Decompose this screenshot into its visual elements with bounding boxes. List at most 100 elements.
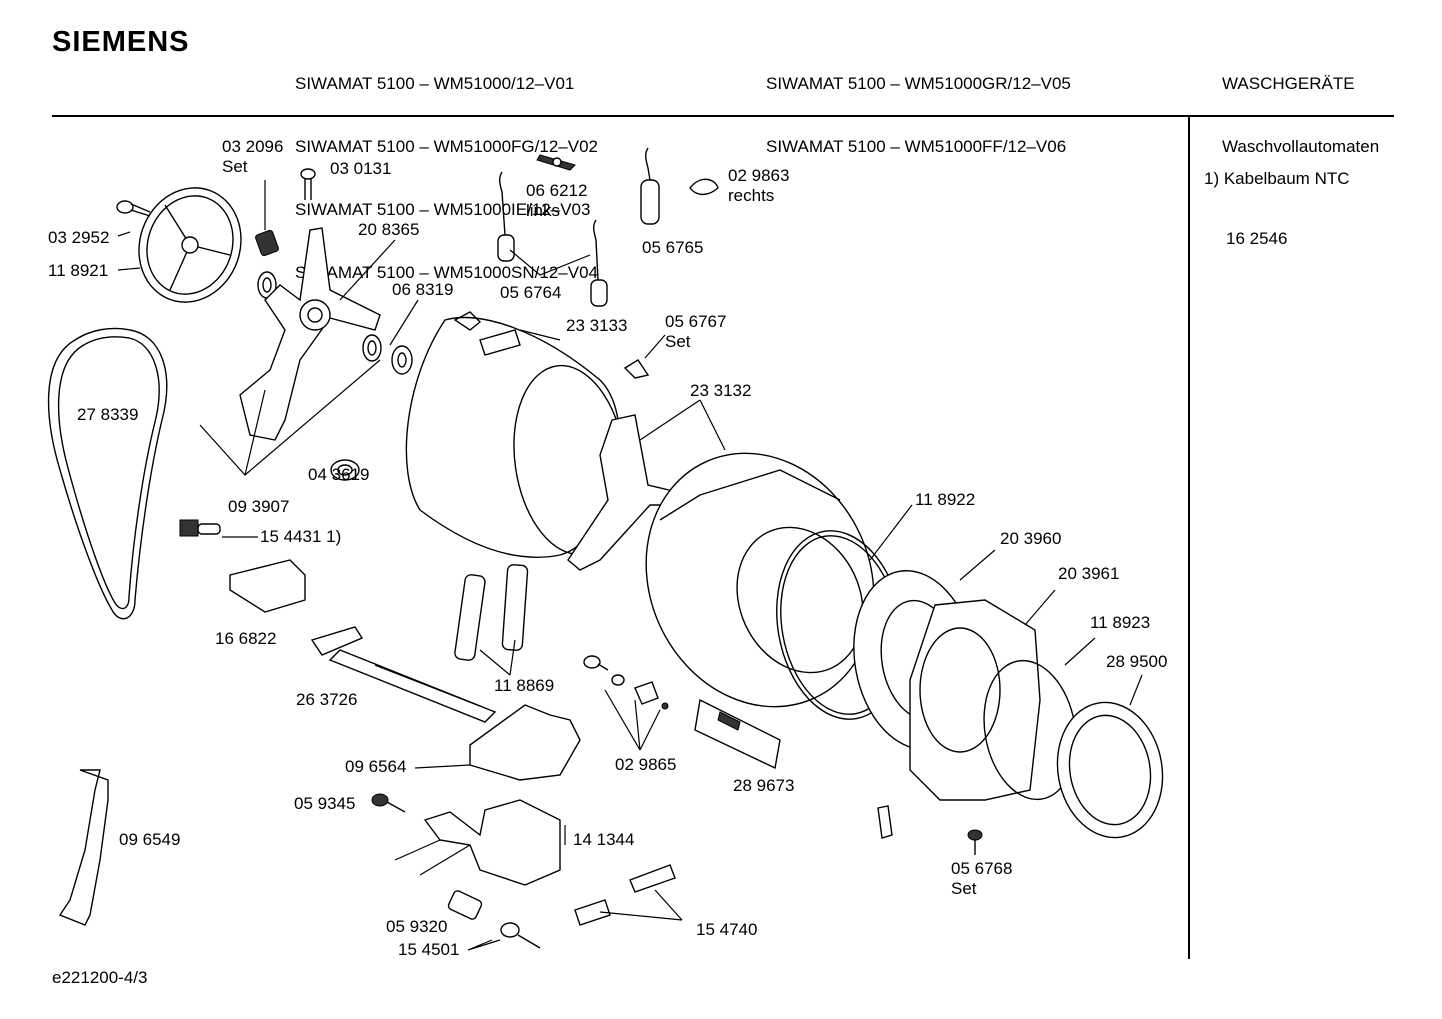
part-number: 02 9863: [728, 166, 790, 185]
part-label: 05 9345: [294, 794, 356, 813]
part-label: 15 4740: [696, 920, 758, 939]
model-line: SIWAMAT 5100 – WM51000/12–V01: [295, 74, 575, 93]
bearing-right: [362, 334, 382, 362]
part-note: rechts: [728, 186, 775, 205]
footnote-line: 16 2546: [1226, 229, 1288, 248]
door-seal-289500: [1056, 701, 1164, 839]
model-line: SIWAMAT 5100 – WM51000FF/12–V06: [766, 137, 1067, 156]
category-subtitle: Waschvollautomaten: [1222, 137, 1380, 156]
model-list-1: SIWAMAT 5100 – WM51000/12–V01 SIWAMAT 51…: [295, 31, 598, 304]
part-label: 28 9500: [1106, 652, 1168, 671]
wire-harness-096549: [58, 769, 109, 926]
drawing-id: e221200-4/3: [52, 968, 148, 987]
part-label: 14 1344: [573, 830, 635, 849]
shock-absorber-right: [501, 564, 529, 651]
heater-block: [229, 559, 306, 613]
sidebar-divider: [1188, 117, 1190, 959]
part-label: 26 3726: [296, 690, 358, 709]
shock-absorber-left: [454, 574, 486, 661]
heating-element: [310, 626, 497, 723]
clip-154740-a: [574, 899, 611, 926]
washer-043619: [330, 459, 360, 481]
screw-029865: [583, 655, 669, 710]
shaft-seal: [391, 345, 413, 375]
header-divider: [52, 115, 1394, 117]
leader-lines: [117, 180, 1143, 951]
part-label: 15 4501: [398, 940, 460, 959]
part-label: 04 3619: [308, 465, 370, 484]
clip-029863: [689, 178, 719, 196]
part-label: 15 4431 1): [260, 527, 342, 546]
clip-154740-b: [629, 864, 676, 893]
part-note: Set: [665, 332, 691, 351]
part-label: 23 3132: [690, 381, 752, 400]
part-label: 11 8921: [48, 261, 109, 280]
part-label: 05 6765: [642, 238, 704, 257]
washer-154501: [500, 922, 541, 949]
clip-066212: [536, 154, 576, 171]
clip-056767: [623, 359, 650, 379]
part-note: Set: [951, 879, 977, 898]
part-label: 03 0131: [330, 159, 392, 178]
part-label: 20 8365: [358, 220, 420, 239]
part-label: 06 8319: [392, 280, 454, 299]
part-number: 05 6768: [951, 859, 1013, 878]
part-label: 05 9320: [386, 917, 448, 936]
category-title: WASCHGERÄTE: [1222, 74, 1355, 93]
drum-spider: [239, 227, 381, 441]
part-label: 11 8922: [915, 490, 976, 509]
part-number: 03 2096: [222, 137, 284, 156]
brand-logo: SIEMENS: [52, 26, 190, 58]
bracket-096564: [469, 704, 581, 781]
part-label: 20 3961: [1058, 564, 1120, 583]
front-panel-203961: [909, 599, 1041, 801]
part-label: 02 9865: [615, 755, 677, 774]
part-label: 11 8869: [494, 676, 555, 695]
hook-bracket: [877, 805, 893, 839]
drive-belt: [47, 327, 168, 620]
part-label: 20 3960: [1000, 529, 1062, 548]
tube-289673: [694, 698, 781, 770]
screw-030131: [300, 168, 316, 200]
part-label: 28 9673: [733, 776, 795, 795]
bolt-032096: [255, 229, 279, 257]
screw-056768: [967, 829, 983, 855]
spring-left: [497, 171, 515, 262]
tub-bracket: [567, 414, 691, 571]
footnote-line: 1) Kabelbaum NTC: [1204, 169, 1350, 188]
part-note: links: [526, 201, 561, 220]
part-label: 09 3907: [228, 497, 290, 516]
carbon-brush-059320: [447, 890, 483, 920]
part-label: 03 2952: [48, 228, 110, 247]
part-label: 11 8923: [1090, 613, 1151, 632]
part-label: 09 6549: [119, 830, 181, 849]
pulley: [138, 187, 242, 303]
category: WASCHGERÄTE Waschvollautomaten: [1222, 31, 1379, 178]
drum: [645, 452, 875, 708]
model-line: SIWAMAT 5100 – WM51000IE/12–V03: [295, 200, 591, 219]
model-line: SIWAMAT 5100 – WM51000FG/12–V02: [295, 137, 598, 156]
spring-right: [640, 147, 660, 225]
part-label: 27 8339: [77, 405, 139, 424]
model-line: SIWAMAT 5100 – WM51000GR/12–V05: [766, 74, 1071, 93]
screw-032952: [116, 200, 151, 217]
part-label: 05 6764: [500, 283, 562, 302]
model-list-2: SIWAMAT 5100 – WM51000GR/12–V05 SIWAMAT …: [766, 31, 1071, 178]
part-note: Set: [222, 157, 248, 176]
part-label: 16 6822: [215, 629, 277, 648]
motor-141344: [423, 799, 561, 886]
part-label: 09 6564: [345, 757, 407, 776]
part-label: 23 3133: [566, 316, 628, 335]
footnote: 1) Kabelbaum NTC 16 2546: [1204, 129, 1350, 269]
ntc-sensor: [179, 519, 221, 537]
screw-059345: [371, 793, 406, 813]
bearing-left: [257, 271, 277, 299]
part-number: 05 6767: [665, 312, 727, 331]
spring-middle: [590, 219, 608, 307]
